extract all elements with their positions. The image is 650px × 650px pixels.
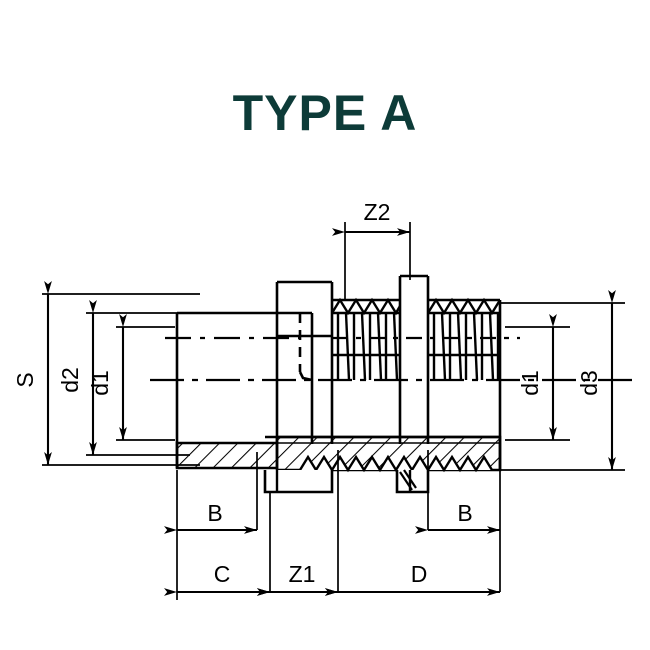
dimension-b-right: B <box>415 500 500 534</box>
z2-label: Z2 <box>364 199 391 225</box>
dimension-d: D <box>325 561 500 596</box>
d3-label: d3 <box>576 370 602 396</box>
dimension-d1-left: d1 <box>87 314 127 440</box>
sectioned-wall-lower <box>175 435 502 494</box>
lower-boss-left <box>263 470 334 494</box>
d-label: D <box>411 561 428 587</box>
dimension-b-left: B <box>164 500 257 534</box>
dimension-d3: d3 <box>576 290 616 470</box>
dimension-c: C <box>164 561 270 596</box>
socket-inner-fillet <box>298 371 313 382</box>
dimension-s: S <box>12 281 52 465</box>
boss-hatch-detail <box>399 469 417 491</box>
d2-label: d2 <box>57 367 83 393</box>
thread-teeth-upper-right <box>426 297 502 381</box>
z1-label: Z1 <box>289 561 316 587</box>
centre-axis <box>150 336 640 382</box>
page-title: TYPE A <box>232 85 418 141</box>
d1-left-label: d1 <box>87 370 113 396</box>
b-right-label: B <box>457 500 472 526</box>
dimension-d2: d2 <box>57 300 97 455</box>
d1-right-label: d1 <box>517 370 543 396</box>
s-label: S <box>12 372 38 387</box>
extension-lines <box>42 222 625 600</box>
dimension-z1: Z1 <box>257 561 338 596</box>
dimension-z2: Z2 <box>332 199 410 236</box>
thread-teeth-upper-left <box>330 297 402 381</box>
fitting-body <box>175 274 502 470</box>
b-left-label: B <box>207 500 222 526</box>
dimension-d1-right: d1 <box>517 314 557 440</box>
c-label: C <box>214 561 231 587</box>
